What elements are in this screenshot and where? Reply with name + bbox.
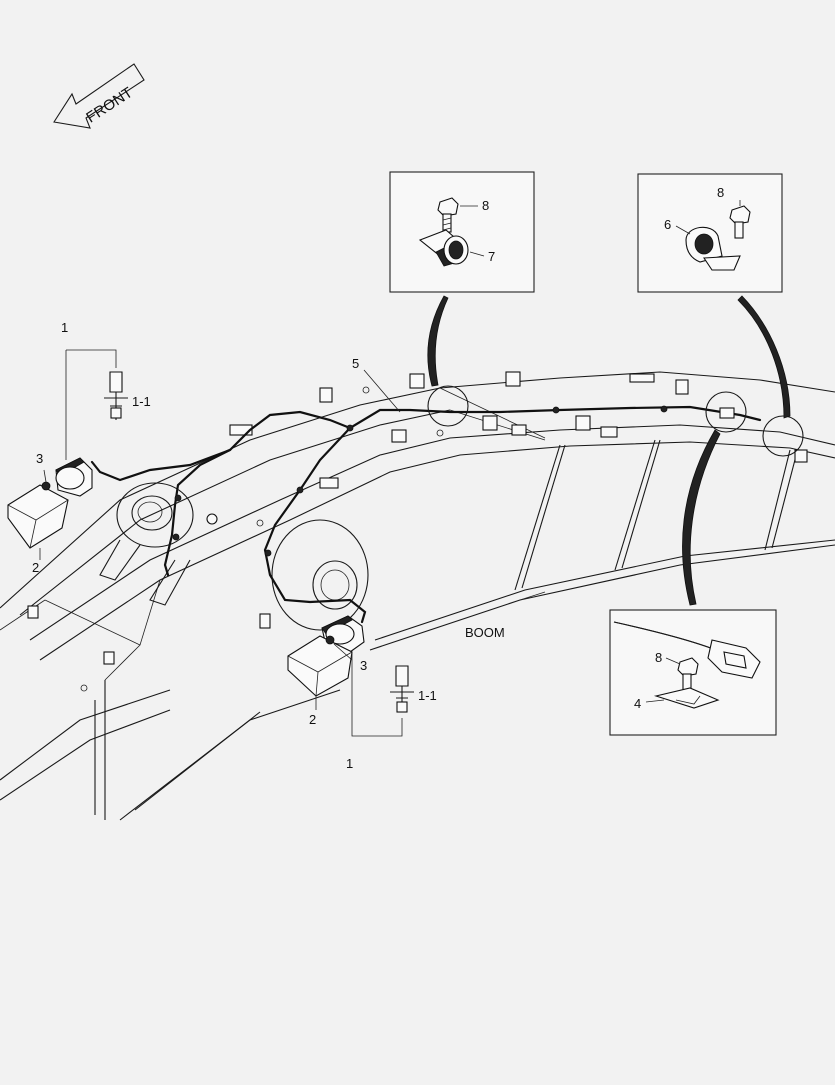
callout-lamp-upper: 1: [61, 320, 68, 335]
front-label: FRONT: [83, 84, 136, 126]
detail-box-c: 8 4: [609, 609, 777, 736]
work-lamp-upper: [55, 457, 93, 497]
callout-bulb-lower: 1-1: [418, 688, 437, 703]
callout-line-lamp-upper: [65, 349, 117, 460]
detail-c-harness: [613, 621, 761, 679]
leader-a: [427, 295, 449, 387]
callout-guard-upper: 2: [32, 560, 39, 575]
nut-lower: [325, 635, 335, 645]
callout-harness: 5: [352, 356, 359, 371]
detail-a-callout-clamp: 7: [488, 249, 495, 264]
callout-bulb-upper: 1-1: [132, 394, 151, 409]
callout-line-nut-lower: [333, 643, 353, 661]
harness-brackets: [27, 371, 808, 692]
detail-marker-c: [705, 391, 747, 433]
detail-c-bolt: [677, 657, 699, 691]
detail-b-bolt: [729, 205, 751, 239]
detail-a-clamp: [418, 229, 469, 267]
leader-b: [737, 295, 791, 419]
bulb-lower: [390, 665, 414, 713]
nut-upper: [41, 481, 51, 491]
detail-box-b: 8 6: [637, 173, 783, 293]
callout-line-lamp-lower: [351, 652, 403, 737]
detail-b-clamp: [685, 226, 741, 271]
callout-nut-lower: 3: [360, 658, 367, 673]
lamp-guard-lower: [287, 635, 353, 697]
detail-c-callout-bolt: 8: [655, 650, 662, 665]
detail-b-callout-clamp: 6: [664, 217, 671, 232]
leader-c: [682, 429, 721, 606]
callout-nut-upper: 3: [36, 451, 43, 466]
lamp-guard-upper: [7, 484, 69, 549]
boom-label: BOOM: [465, 625, 505, 640]
callout-guard-lower: 2: [309, 712, 316, 727]
detail-a-callout-bolt: 8: [482, 198, 489, 213]
detail-c-callout-clip: 4: [634, 696, 641, 711]
callout-line-nut-upper: [43, 469, 47, 483]
front-arrow: FRONT: [53, 63, 145, 129]
detail-marker-b: [762, 415, 804, 457]
pivot-boss-lower: [271, 519, 369, 631]
pivot-boss-upper: [99, 482, 194, 606]
detail-b-callout-bolt: 8: [717, 185, 724, 200]
detail-marker-a: [427, 385, 469, 427]
wire-harness: [90, 405, 762, 624]
detail-c-clip: [653, 687, 720, 709]
detail-box-a: 8 7: [389, 171, 535, 293]
callout-lamp-lower: 1: [346, 756, 353, 771]
boom-structure: [0, 371, 835, 821]
bulb-upper: [104, 371, 128, 420]
callout-line-harness: [363, 369, 401, 413]
